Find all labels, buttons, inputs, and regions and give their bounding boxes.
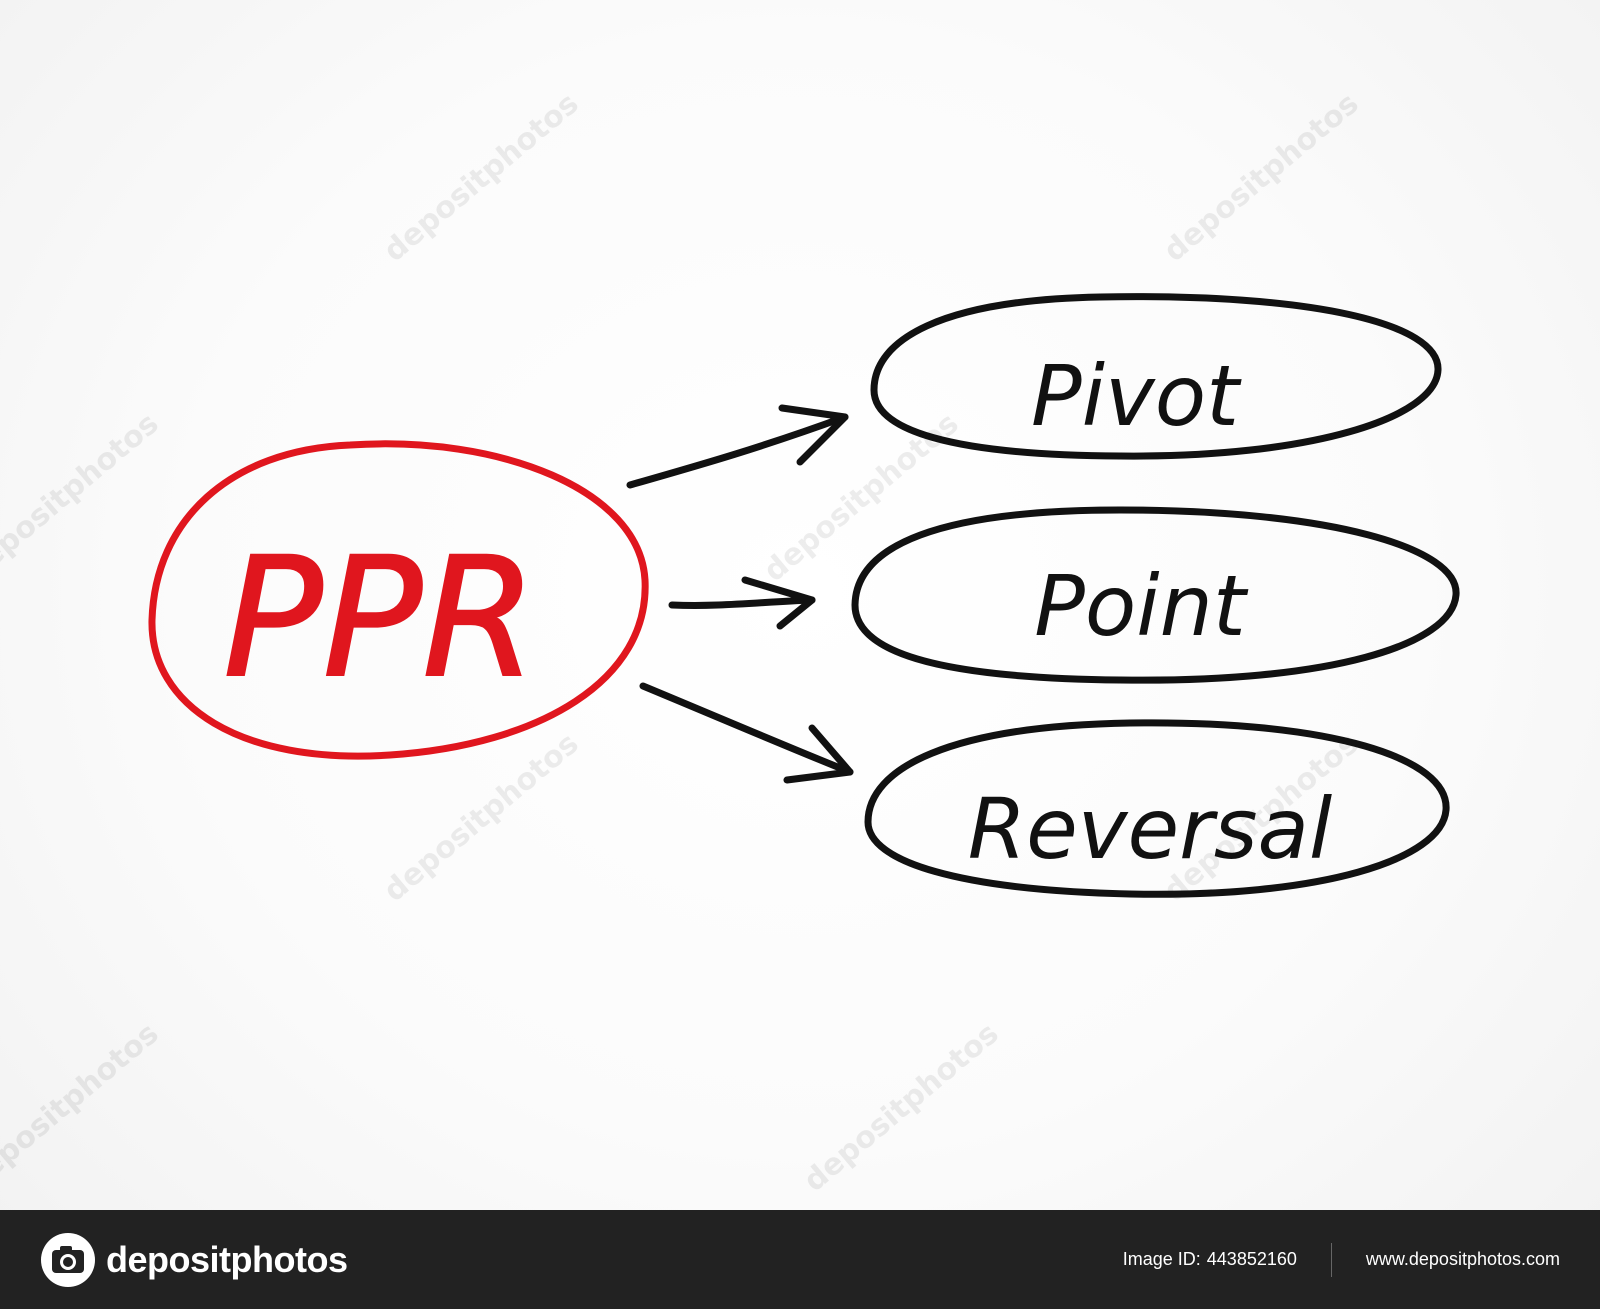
point-ellipse (851, 506, 1460, 684)
acronym-diagram: PPR Pivot Point Reversal (148, 293, 1460, 898)
arrow-to-pivot (626, 404, 849, 489)
footer-bar: depositphotos Image ID: 443852160 www.de… (0, 1210, 1600, 1309)
depositphotos-logo[interactable]: depositphotos (40, 1232, 348, 1288)
center-label: PPR (223, 522, 537, 714)
point-label: Point (1034, 557, 1249, 655)
image-id-label: Image ID: (1122, 1249, 1201, 1269)
pivot-label: Pivot (1031, 347, 1242, 445)
pivot-ellipse (870, 293, 1442, 460)
center-ellipse (148, 440, 649, 760)
website-link[interactable]: www.depositphotos.com (1365, 1249, 1560, 1269)
image-meta: Image ID: 443852160 www.depositphotos.co… (1123, 1210, 1560, 1309)
arrow-to-reversal (639, 682, 854, 784)
arrow-to-point (668, 576, 816, 630)
reversal-ellipse (864, 719, 1450, 898)
footer-divider (1330, 1242, 1332, 1277)
camera-icon (41, 1233, 95, 1287)
reversal-label: Reversal (968, 780, 1333, 878)
image-id-value: 443852160 (1206, 1249, 1297, 1269)
logo-text: depositphotos (106, 1239, 348, 1280)
